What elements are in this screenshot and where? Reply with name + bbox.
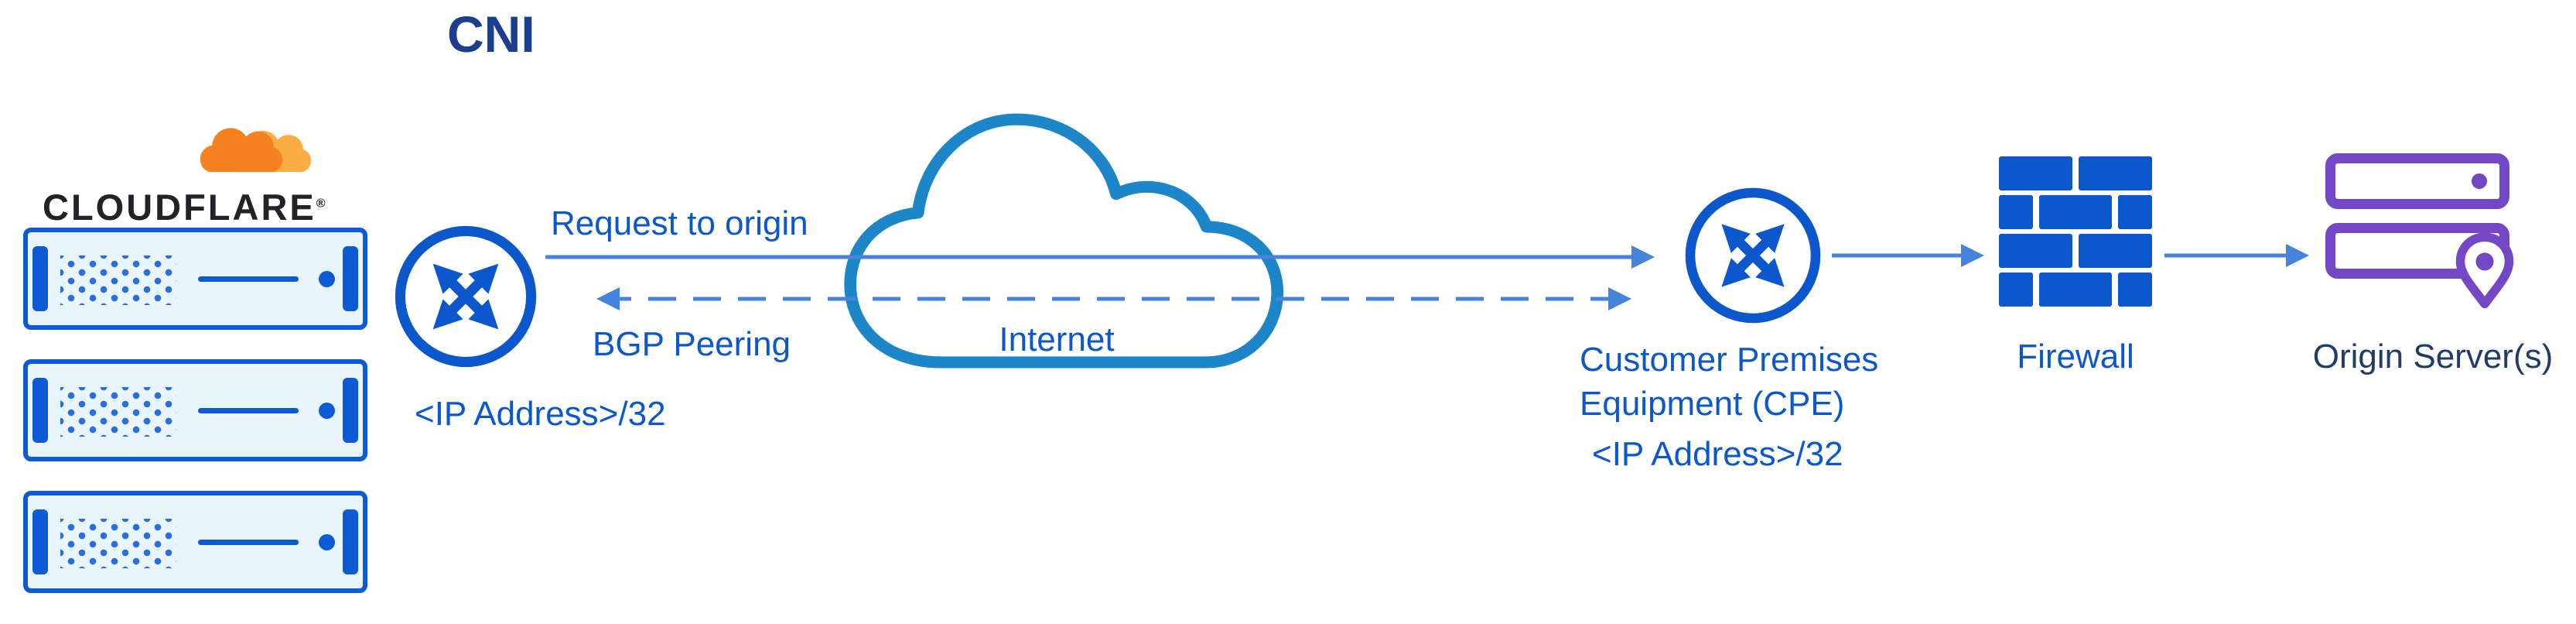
server-indicator-dot [319, 271, 335, 287]
registered-mark: ® [316, 197, 326, 211]
server-right-cap [343, 246, 358, 311]
origin-server-unit [2325, 153, 2509, 209]
server-indicator-dot [319, 534, 335, 550]
cloudflare-wordmark-text: CLOUDFLARE [43, 187, 316, 228]
server-vent-dots [60, 387, 176, 437]
server-slot-line [198, 540, 299, 545]
server-rack [23, 359, 367, 461]
origin-servers-label: Origin Server(s) [2312, 338, 2554, 375]
cpe-router-icon [1683, 186, 1823, 325]
server-vent-dots [60, 255, 176, 305]
edge-router-icon [393, 224, 538, 369]
firewall-label: Firewall [2017, 338, 2134, 375]
cpe-label-line1: Customer Premises [1580, 341, 1879, 379]
location-pin-icon [2455, 232, 2514, 309]
server-vent-dots [60, 519, 176, 568]
server-right-cap [343, 509, 358, 574]
server-left-cap [32, 246, 48, 311]
cpe-ip-label: <IP Address>/32 [1592, 435, 1843, 473]
firewall-icon [1999, 156, 2152, 307]
server-left-cap [32, 378, 48, 443]
cpe-label-line2: Equipment (CPE) [1580, 385, 1845, 423]
edge-router-ip-label: <IP Address>/32 [415, 395, 666, 433]
server-rack [23, 491, 367, 593]
server-left-cap [32, 509, 48, 574]
cpe-label: Customer Premises Equipment (CPE) [1580, 338, 1966, 426]
bgp-peering-label: BGP Peering [593, 325, 791, 363]
internet-label: Internet [999, 321, 1115, 358]
diagram-title: CNI [447, 5, 535, 63]
request-to-origin-label: Request to origin [551, 204, 808, 242]
server-slot-line [198, 276, 299, 282]
origin-server-dot [2472, 173, 2487, 189]
server-rack [23, 228, 367, 330]
server-indicator-dot [319, 403, 335, 419]
cloudflare-wordmark: CLOUDFLARE® [43, 186, 326, 228]
server-right-cap [343, 378, 358, 443]
cloudflare-cloud-icon [200, 128, 311, 173]
server-slot-line [198, 408, 299, 413]
